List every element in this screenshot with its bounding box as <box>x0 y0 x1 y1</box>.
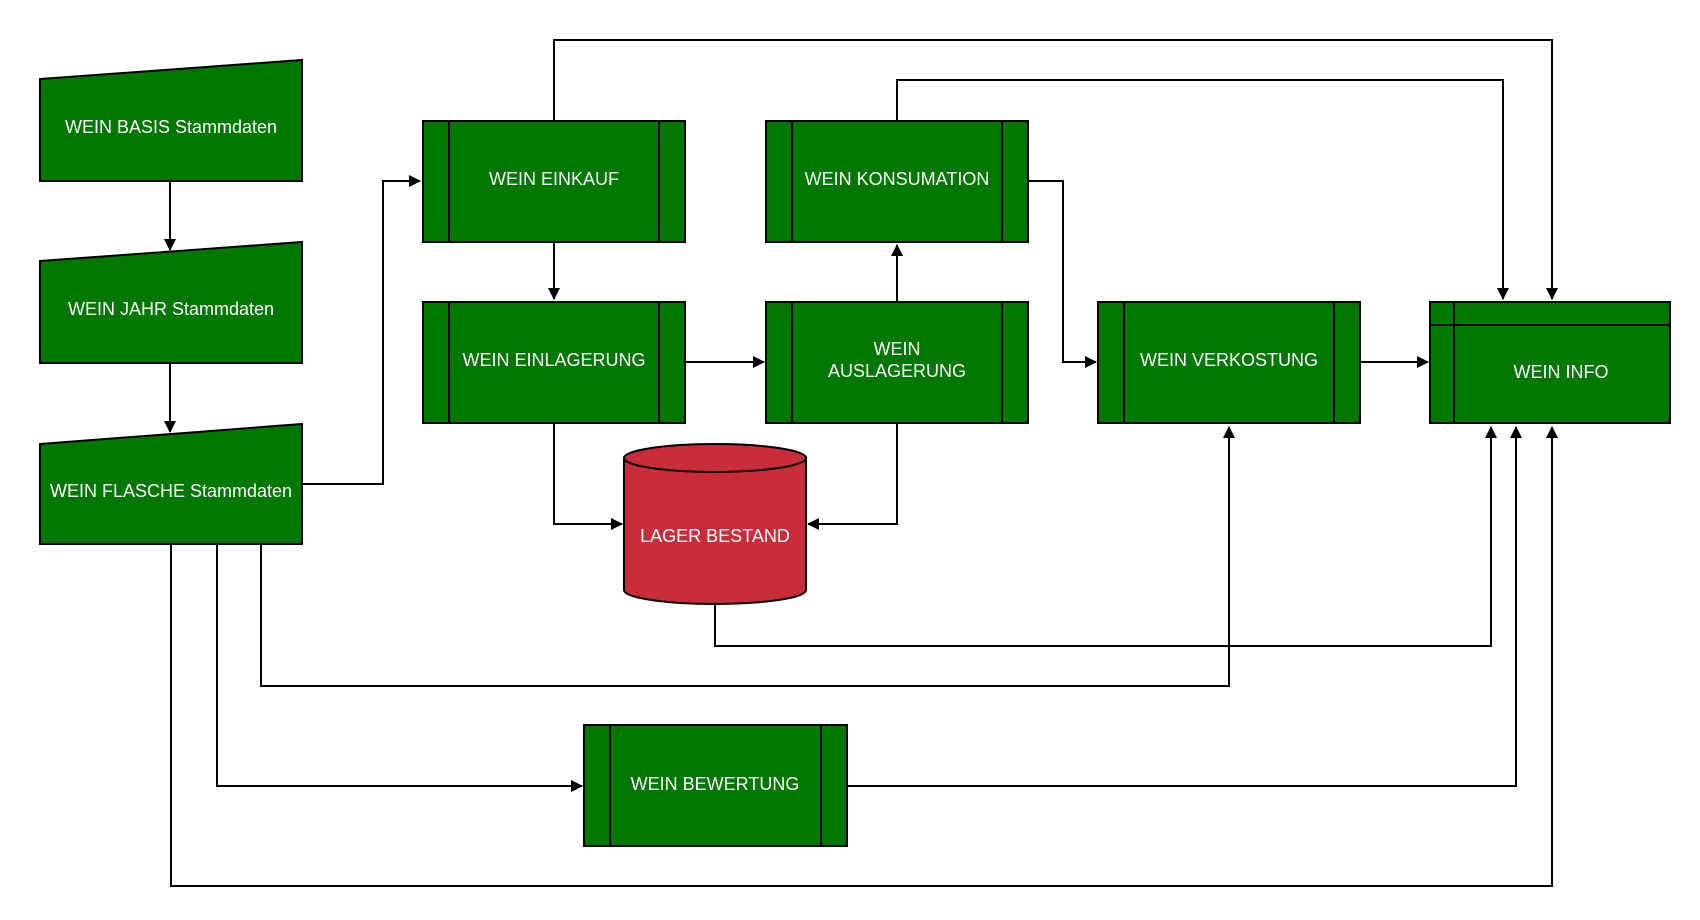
node-label: WEIN BASIS Stammdaten <box>65 117 277 137</box>
edge-auslagerung-to-lager <box>807 424 898 530</box>
edge-einlagerung-to-lager <box>553 424 623 530</box>
node-wein-jahr[interactable]: WEIN JAHR Stammdaten <box>39 240 303 364</box>
database-body <box>623 457 807 605</box>
node-wein-auslagerung[interactable]: WEIN AUSLAGERUNG <box>765 301 1029 424</box>
node-lager-bestand[interactable]: LAGER BESTAND <box>623 443 807 605</box>
node-label: WEIN VERKOSTUNG <box>1140 350 1318 370</box>
node-label: WEIN KONSUMATION <box>805 169 990 189</box>
node-wein-verkostung[interactable]: WEIN VERKOSTUNG <box>1097 301 1361 424</box>
node-label: WEIN INFO <box>1514 362 1609 382</box>
node-wein-konsumation[interactable]: WEIN KONSUMATION <box>765 120 1029 243</box>
node-wein-flasche[interactable]: WEIN FLASCHE Stammdaten <box>39 422 303 545</box>
process-shape <box>1097 301 1361 424</box>
manual-input-shape <box>39 240 303 364</box>
edge-flasche-to-bewertung <box>216 544 583 792</box>
node-wein-info[interactable]: WEIN INFO <box>1429 301 1671 424</box>
manual-input-shape <box>39 58 303 182</box>
node-wein-einkauf[interactable]: WEIN EINKAUF <box>422 120 686 243</box>
node-label: WEIN JAHR Stammdaten <box>68 299 274 319</box>
edge-einkauf-to-info <box>553 39 1558 300</box>
process-shape <box>765 120 1029 243</box>
edge-bewertung-to-info <box>847 426 1522 787</box>
node-label: WEIN EINLAGERUNG <box>462 350 645 370</box>
edge-flasche-to-verkostung <box>260 426 1235 687</box>
node-label: WEIN BEWERTUNG <box>631 774 800 794</box>
edge-konsumation-to-info <box>896 79 1509 300</box>
node-label: WEIN FLASCHE Stammdaten <box>50 481 292 501</box>
process-shape <box>765 301 1029 424</box>
process-shape <box>422 120 686 243</box>
node-label: LAGER BESTAND <box>640 526 790 546</box>
internal-storage-shape <box>1429 301 1671 424</box>
node-wein-basis[interactable]: WEIN BASIS Stammdaten <box>39 58 303 182</box>
manual-input-shape <box>39 422 303 545</box>
node-label-line1: WEIN <box>874 339 921 359</box>
database-top <box>623 443 807 473</box>
node-label-line2: AUSLAGERUNG <box>828 361 966 381</box>
node-wein-einlagerung[interactable]: WEIN EINLAGERUNG <box>422 301 686 424</box>
node-label: WEIN EINKAUF <box>489 169 619 189</box>
edge-flasche-to-info <box>170 426 1558 887</box>
edge-lager-to-info <box>714 426 1497 647</box>
process-shape <box>583 724 848 847</box>
process-shape <box>422 301 686 424</box>
node-wein-bewertung[interactable]: WEIN BEWERTUNG <box>583 724 848 847</box>
edge-konsumation-to-verkostung <box>1028 180 1097 368</box>
edges <box>164 39 1558 887</box>
edge-flasche-to-einkauf <box>302 175 421 485</box>
